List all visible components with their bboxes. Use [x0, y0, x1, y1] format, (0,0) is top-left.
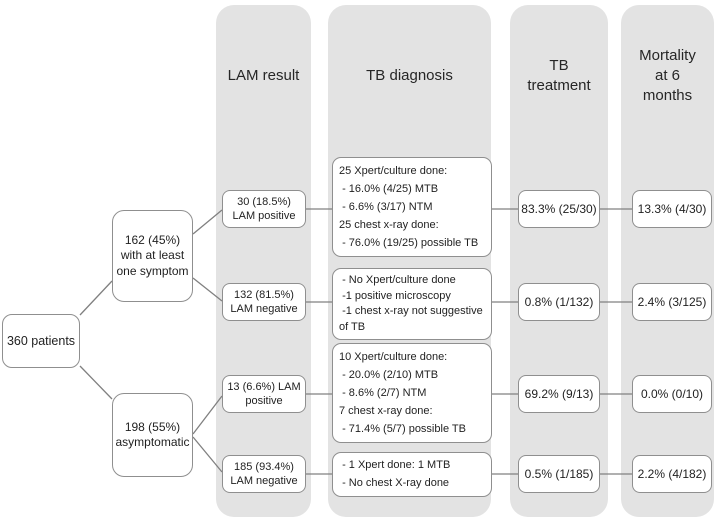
- node-group-symptomatic: 162 (45%) with at least one symptom: [112, 210, 193, 302]
- node-treatment-row3: 69.2% (9/13): [518, 375, 600, 413]
- node-diagnosis-row1: 25 Xpert/culture done: - 16.0% (4/25) MT…: [332, 157, 492, 257]
- column-header-tb-treatment: TB treatment: [527, 57, 591, 94]
- node-lam-negative-asymptomatic: 185 (93.4%) LAM negative: [222, 455, 306, 493]
- column-header-lam-result: LAM result: [227, 67, 300, 84]
- node-treatment-row1: 83.3% (25/30): [518, 190, 600, 228]
- node-mortality-row1: 13.3% (4/30): [632, 190, 712, 228]
- node-diagnosis-row4: - 1 Xpert done: 1 MTB - No chest X-ray d…: [332, 452, 492, 497]
- band-lam-result: [216, 5, 311, 517]
- node-treatment-row2: 0.8% (1/132): [518, 283, 600, 321]
- node-diagnosis-row3: 10 Xpert/culture done: - 20.0% (2/10) MT…: [332, 343, 492, 443]
- column-header-mortality: Mortality at 6 months: [639, 47, 696, 104]
- node-mortality-row3: 0.0% (0/10): [632, 375, 712, 413]
- node-mortality-row2: 2.4% (3/125): [632, 283, 712, 321]
- node-group-asymptomatic: 198 (55%) asymptomatic: [112, 393, 193, 477]
- node-diagnosis-row2: - No Xpert/culture done -1 positive micr…: [332, 268, 492, 340]
- node-lam-negative-symptomatic: 132 (81.5%) LAM negative: [222, 283, 306, 321]
- node-mortality-row4: 2.2% (4/182): [632, 455, 712, 493]
- node-root-patients: 360 patients: [2, 314, 80, 368]
- node-lam-positive-asymptomatic: 13 (6.6%) LAM positive: [222, 375, 306, 413]
- band-mortality: [621, 5, 714, 517]
- node-treatment-row4: 0.5% (1/185): [518, 455, 600, 493]
- band-tb-treatment: [510, 5, 608, 517]
- column-header-tb-diagnosis: TB diagnosis: [366, 67, 453, 84]
- node-lam-positive-symptomatic: 30 (18.5%) LAM positive: [222, 190, 306, 228]
